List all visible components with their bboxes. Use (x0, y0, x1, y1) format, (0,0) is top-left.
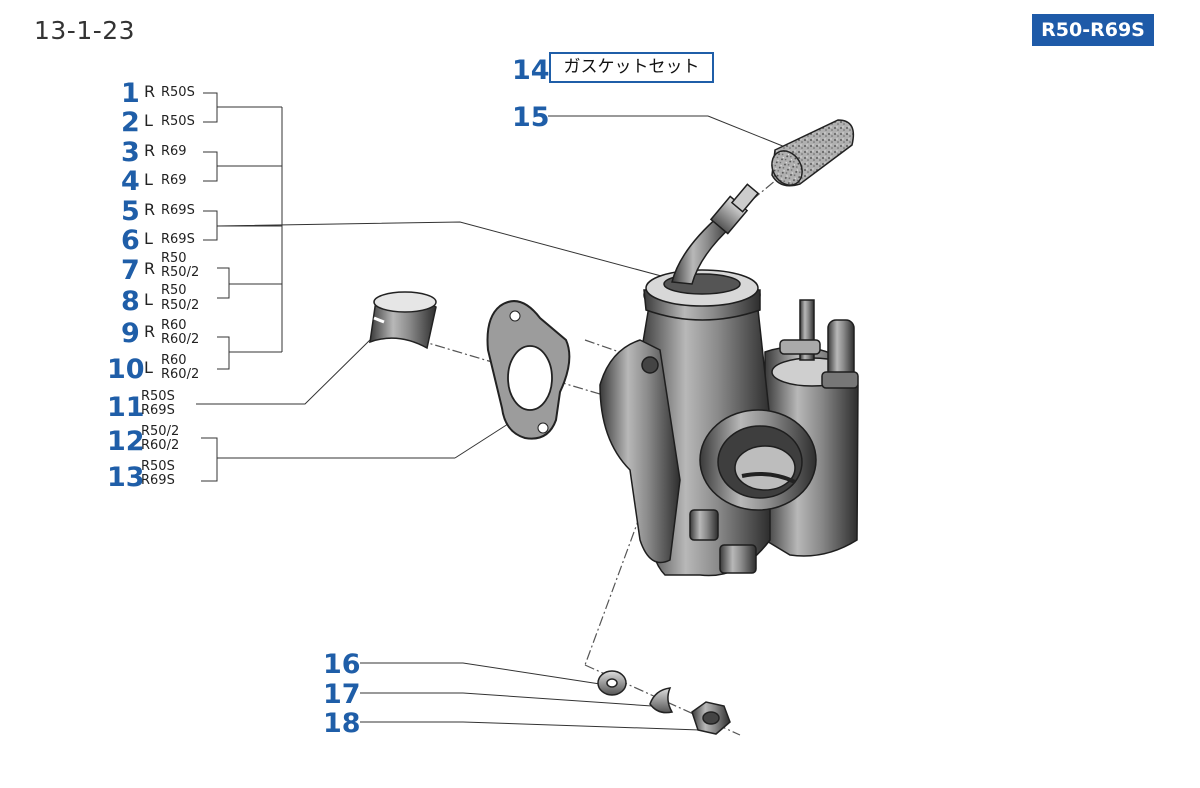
model-label: R69S (161, 203, 195, 218)
model-label: R50S (161, 85, 195, 100)
callout-16-number: 16 (323, 649, 361, 680)
model-label: R69 (161, 173, 187, 188)
group-brackets (201, 92, 455, 482)
model-label: R69S (161, 232, 195, 247)
filter-element-part-15 (771, 119, 855, 187)
leader-lines (196, 115, 801, 731)
model-label: R60/2 (141, 438, 180, 453)
model-label: R50 (161, 283, 187, 298)
gasket-set-label: ガスケットセット (549, 52, 714, 83)
model-label: R60 (161, 353, 187, 368)
side-marker: L (144, 358, 153, 377)
callout-3-number: 3 (121, 137, 140, 168)
side-marker: L (144, 229, 153, 248)
callout-11-number: 11 (107, 392, 145, 423)
callout-8-number: 8 (121, 286, 140, 317)
nut-part-18 (691, 701, 731, 735)
model-range-badge: R50-R69S (1032, 14, 1154, 46)
callout-10-number: 10 (107, 354, 145, 385)
callout-9-number: 9 (121, 318, 140, 349)
callout-15-number: 15 (512, 102, 550, 133)
callout-12-number: 12 (107, 426, 145, 457)
model-label: R50S (141, 389, 175, 404)
model-label: R69 (161, 144, 187, 159)
model-label: R50S (141, 459, 175, 474)
side-marker: R (144, 141, 156, 160)
model-label: R60 (161, 318, 187, 333)
callout-14-number: 14 (512, 55, 550, 86)
model-label: R69S (141, 473, 175, 488)
callout-1-number: 1 (121, 78, 140, 109)
sleeve-part-11 (369, 291, 437, 350)
model-label: R69S (141, 403, 175, 418)
callout-17-number: 17 (323, 679, 361, 710)
callout-5-number: 5 (121, 196, 140, 227)
side-marker: R (144, 200, 156, 219)
model-label: R60/2 (161, 367, 200, 382)
model-label: R50/2 (161, 298, 200, 313)
side-marker: L (144, 290, 153, 309)
callout-7-number: 7 (121, 255, 140, 286)
model-label: R50S (161, 114, 195, 129)
side-marker: R (144, 259, 156, 278)
side-marker: L (144, 111, 153, 130)
model-label: R50/2 (161, 265, 200, 280)
washer-part-16 (597, 670, 627, 696)
callout-4-number: 4 (121, 166, 140, 197)
carburetor-body (599, 183, 859, 577)
callout-2-number: 2 (121, 107, 140, 138)
side-marker: L (144, 170, 153, 189)
page-number: 13-1-23 (34, 16, 136, 45)
callout-6-number: 6 (121, 225, 140, 256)
side-marker: R (144, 82, 156, 101)
flange-gasket-part-12 (486, 300, 571, 440)
model-label: R50 (161, 251, 187, 266)
callout-18-number: 18 (323, 708, 361, 739)
side-marker: R (144, 322, 156, 341)
model-label: R60/2 (161, 332, 200, 347)
callout-13-number: 13 (107, 462, 145, 493)
model-label: R50/2 (141, 424, 180, 439)
lock-washer-part-17 (649, 687, 674, 714)
